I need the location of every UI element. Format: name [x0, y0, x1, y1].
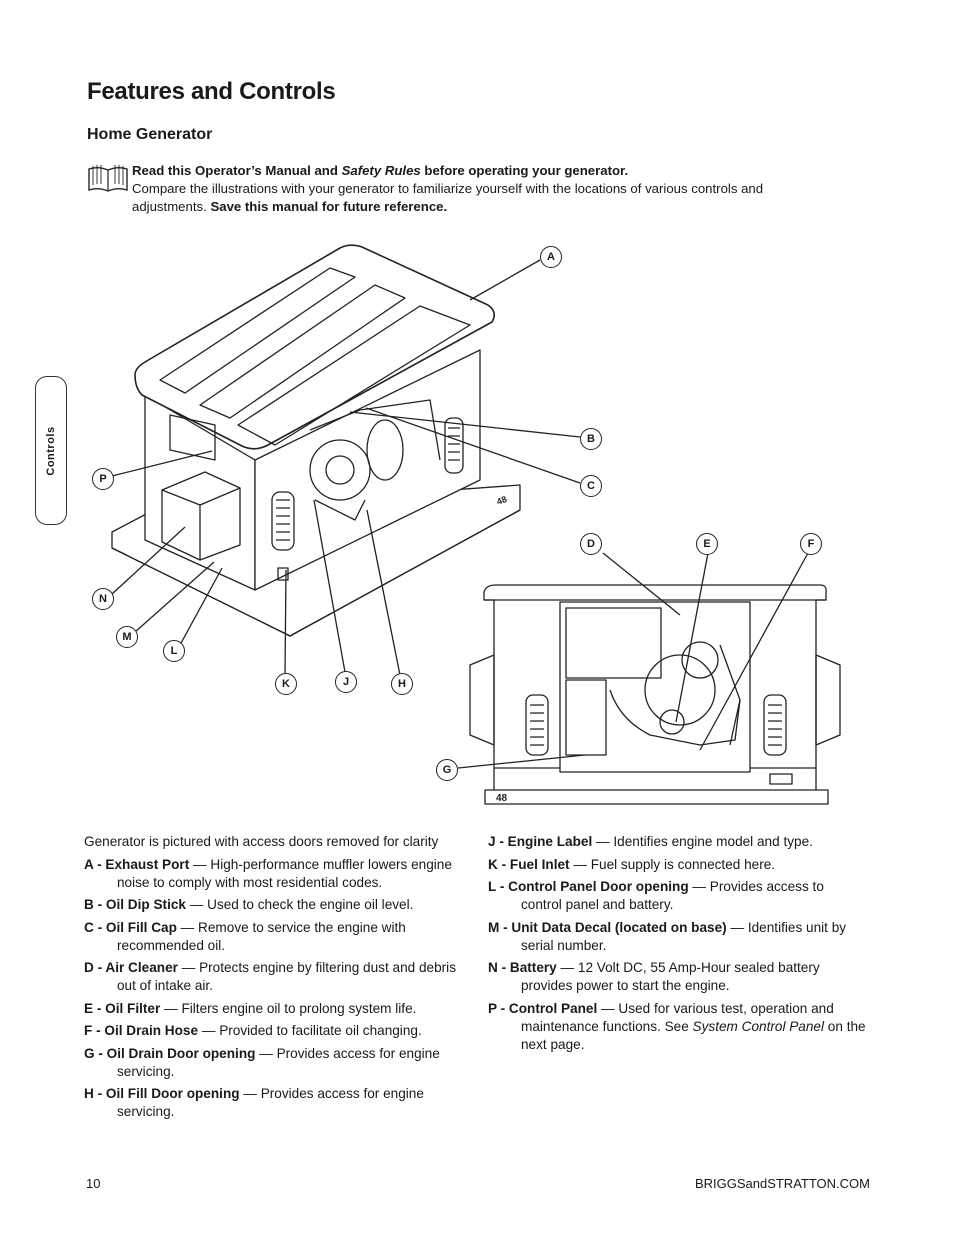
list-item: G - Oil Drain Door opening — Provides ac…: [84, 1045, 440, 1079]
callout-a: A: [540, 246, 562, 268]
list-item: B - Oil Dip Stick — Used to check the en…: [84, 897, 414, 912]
list-item: P - Control Panel — Used for various tes…: [488, 1000, 866, 1052]
callout-m: M: [116, 626, 138, 648]
list-item: F - Oil Drain Hose — Provided to facilit…: [84, 1023, 422, 1038]
list-item: H - Oil Fill Door opening — Provides acc…: [84, 1086, 424, 1119]
manual-book-icon: [88, 165, 128, 192]
list-item: C - Oil Fill Cap — Remove to service the…: [84, 919, 406, 953]
website-link: BRIGGSandSTRATTON.COM: [694, 1176, 870, 1191]
callout-n: N: [92, 588, 114, 610]
intro-bold-a: Read this Operator’s Manual and: [132, 163, 342, 178]
unit-number: 48: [496, 793, 508, 804]
callout-p: P: [92, 468, 114, 490]
page-number: 10: [86, 1176, 101, 1191]
callout-g: G: [436, 759, 458, 781]
callout-h: H: [391, 673, 413, 695]
page-title: Features and Controls: [87, 78, 336, 105]
intro-bold-c: before operating your generator.: [420, 163, 629, 178]
features-right-column: J - Engine Label — Identifies engine mod…: [488, 833, 868, 1058]
callout-f: F: [800, 533, 822, 555]
intro-compare: Compare the illustrations with your gene…: [132, 181, 764, 214]
callout-c: C: [580, 475, 602, 497]
list-item: K - Fuel Inlet — Fuel supply is connecte…: [488, 856, 776, 872]
side-tab-controls: Controls: [35, 376, 67, 525]
generator-illustration: 48 48: [111, 244, 841, 805]
callout-d: D: [580, 533, 602, 555]
callout-b: B: [580, 428, 602, 450]
intro-text: Read this Operator’s Manual and Safety R…: [132, 162, 822, 216]
unit-number-3d: 48: [495, 494, 508, 507]
section-heading: Home Generator: [87, 126, 213, 143]
features-left-column: Generator is pictured with access doors …: [84, 833, 469, 1126]
intro-save: Save this manual for future reference.: [210, 199, 448, 214]
callout-l: L: [163, 640, 185, 662]
list-item: E - Oil Filter — Filters engine oil to p…: [84, 1000, 417, 1016]
illustration-caption: Generator is pictured with access doors …: [84, 834, 439, 849]
list-item: J - Engine Label — Identifies engine mod…: [488, 834, 813, 849]
intro-safety-rules: Safety Rules: [341, 163, 421, 178]
callout-j: J: [335, 671, 357, 693]
list-item: A - Exhaust Port — High-performance muff…: [84, 856, 452, 890]
list-item: M - Unit Data Decal (located on base) — …: [488, 919, 847, 953]
callout-e: E: [696, 533, 718, 555]
list-item: D - Air Cleaner — Protects engine by fil…: [84, 960, 456, 993]
callout-k: K: [275, 673, 297, 695]
list-item: L - Control Panel Door opening — Provide…: [488, 879, 824, 912]
list-item: N - Battery — 12 Volt DC, 55 Amp-Hour se…: [488, 960, 820, 993]
